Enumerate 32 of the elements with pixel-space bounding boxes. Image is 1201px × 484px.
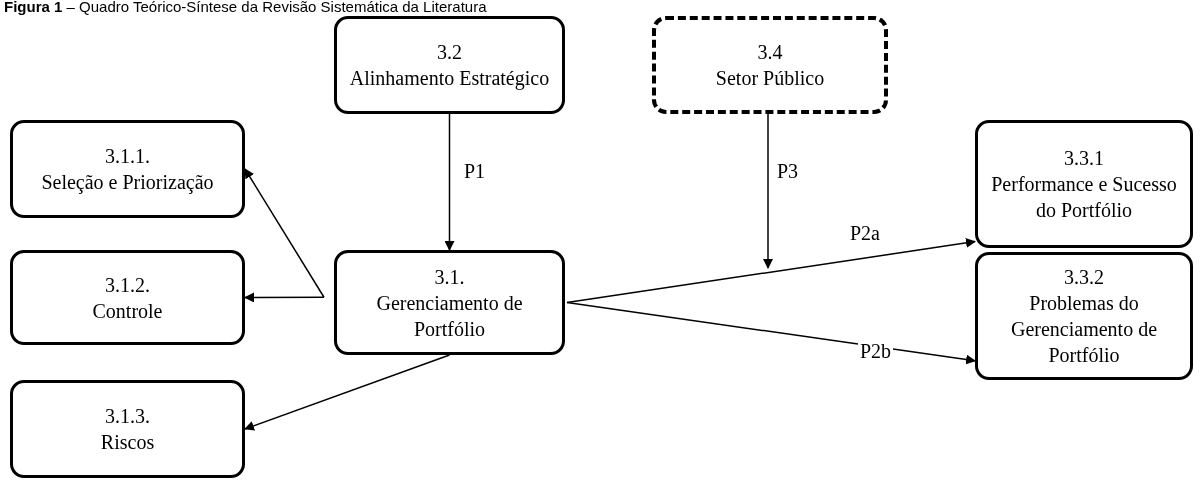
topic-label: Performance e Sucesso do Portfólio [990, 172, 1178, 223]
figure-title: Figura 1 – Quadro Teórico-Síntese da Revisão Sistemática da Literatura [4, 0, 487, 15]
section-number: 3.2 [437, 40, 462, 65]
arrow [763, 113, 773, 269]
section-number: 3.3.2 [1064, 265, 1104, 290]
arrow [566, 238, 976, 304]
arrow [444, 113, 455, 251]
topic-box [10, 120, 245, 218]
arrow [566, 301, 976, 365]
section-number: 3.1. [434, 264, 465, 290]
topic-box [652, 16, 888, 114]
section-number: 3.1.3. [105, 404, 150, 429]
topic-label: Seleção e Priorização [41, 170, 214, 195]
topic-label: Problemas do Gerenciamento de Portfólio [1009, 291, 1158, 368]
topic-box [334, 250, 565, 355]
topic-label: Controle [92, 298, 163, 324]
topic-box [10, 380, 245, 478]
section-number: 3.1.1. [105, 144, 150, 169]
topic-box [975, 120, 1193, 248]
topic-box [334, 16, 565, 114]
topic-label: Gerenciamento de Portfólio [375, 290, 524, 342]
section-number: 3.4 [757, 40, 783, 65]
topic-box [975, 252, 1193, 380]
arrow [244, 292, 325, 303]
topic-label: Setor Público [715, 66, 825, 91]
topic-box [10, 250, 245, 345]
arrow [244, 354, 451, 431]
topic-label: Alinhamento Estratégico [349, 66, 550, 91]
arrow [244, 168, 325, 298]
topic-label: Riscos [100, 430, 155, 455]
section-number: 3.3.1 [1064, 146, 1104, 171]
section-number: 3.1.2. [105, 272, 150, 298]
